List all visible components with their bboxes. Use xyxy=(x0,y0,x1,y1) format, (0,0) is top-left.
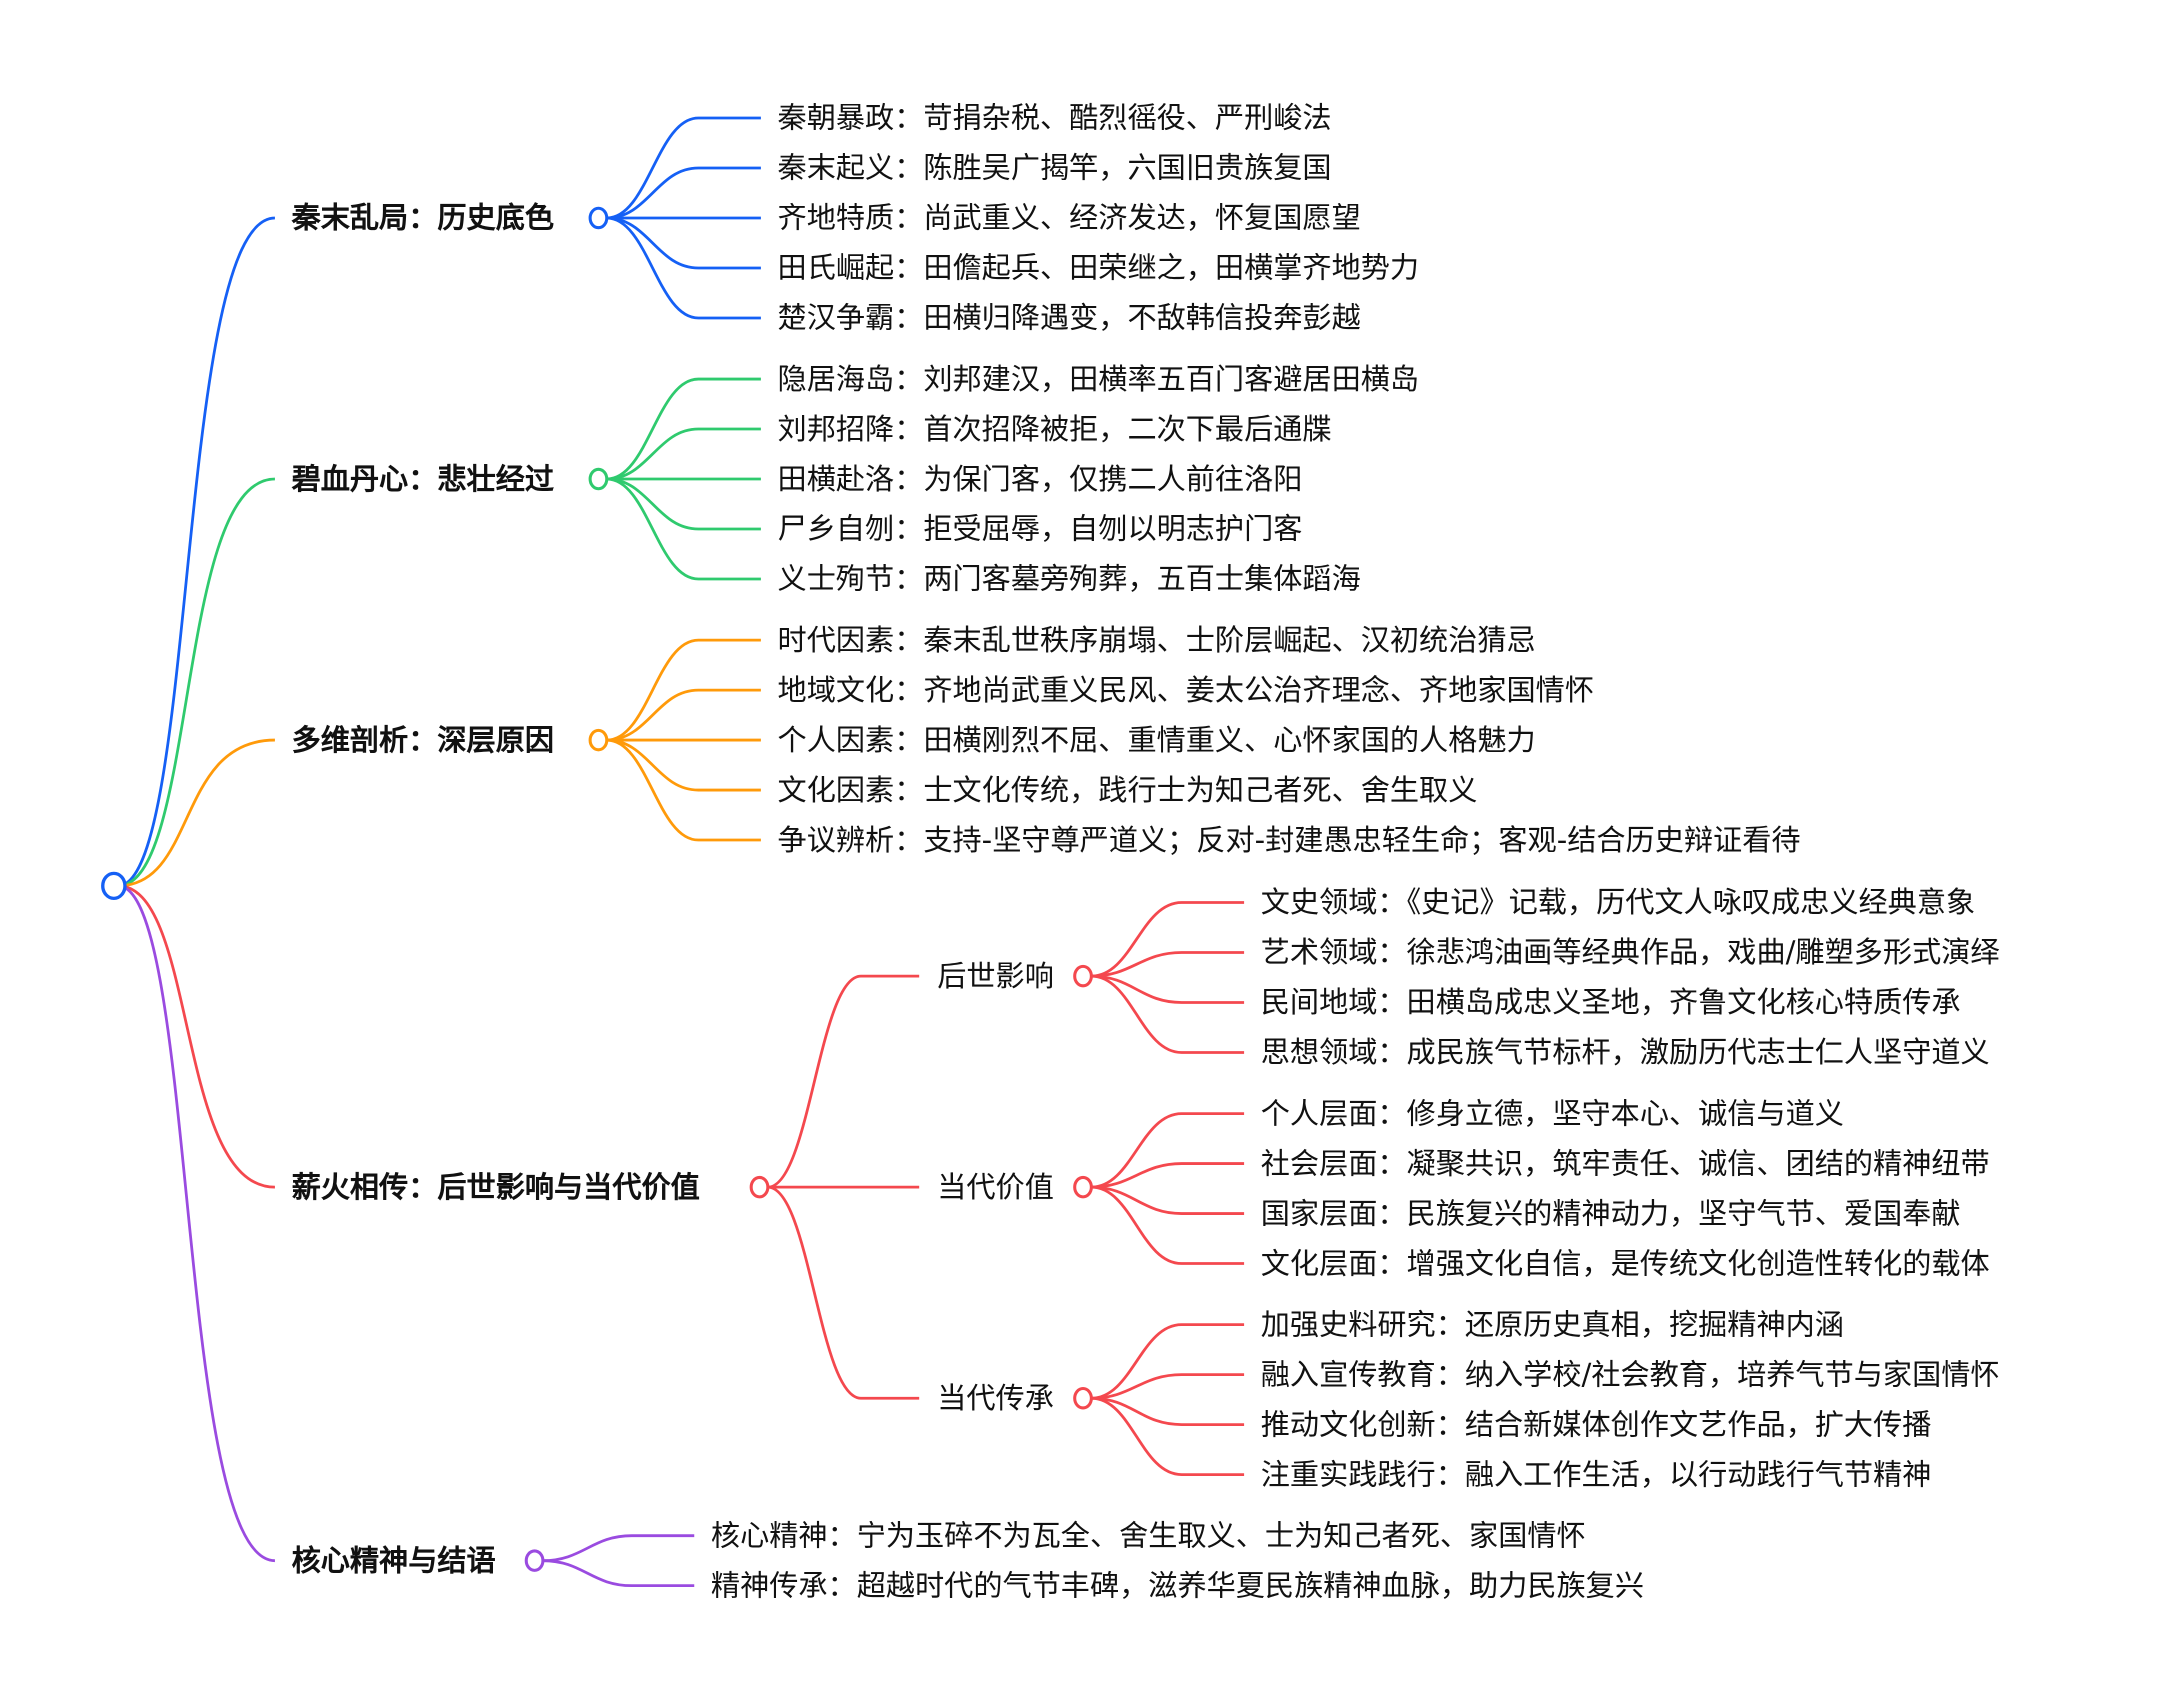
branch-connector xyxy=(117,477,275,888)
leaf-item[interactable]: 时代因素：秦末乱世秩序崩塌、士阶层崛起、汉初统治猜忌 xyxy=(777,623,1536,657)
leaf-item[interactable]: 争议辨析：支持-坚守尊严道义；反对-封建愚忠轻生命；客观-结合历史辩证看待 xyxy=(777,823,1801,857)
child-connector xyxy=(606,216,761,320)
leaf-item[interactable]: 刘邦招降：首次招降被拒，二次下最后通牒 xyxy=(777,412,1332,446)
child-connector xyxy=(606,216,761,270)
leaf-item[interactable]: 国家层面：民族复兴的精神动力，坚守气节、爱国奉献 xyxy=(1260,1196,1961,1231)
child-connector xyxy=(1091,1323,1245,1400)
child-connector xyxy=(606,638,761,742)
leaf-item[interactable]: 注重实践践行：融入工作生活，以行动践行气节精神 xyxy=(1260,1457,1932,1492)
collapse-toggle[interactable] xyxy=(588,728,609,752)
leaf-item[interactable]: 融入宣传教育：纳入学校/社会教育，培养气节与家国情怀 xyxy=(1260,1357,2000,1392)
child-connector xyxy=(606,477,761,531)
leaf-item[interactable]: 田横赴洛：为保门客，仅携二人前往洛阳 xyxy=(777,462,1303,496)
leaf-item[interactable]: 推动文化创新：结合新媒体创作文艺作品，扩大传播 xyxy=(1260,1407,1932,1442)
child-connector xyxy=(1091,1396,1245,1426)
collapse-toggle[interactable] xyxy=(1073,1386,1093,1410)
child-connector xyxy=(1091,974,1245,1054)
child-connector xyxy=(606,738,761,842)
collapse-toggle[interactable] xyxy=(749,1175,770,1199)
collapse-toggle[interactable] xyxy=(1073,1175,1093,1199)
leaf-item[interactable]: 楚汉争霸：田横归降遇变，不敌韩信投奔彭越 xyxy=(777,301,1361,335)
child-connector xyxy=(1091,1162,1245,1189)
child-connector xyxy=(1091,1185,1245,1215)
child-connector xyxy=(1091,1373,1245,1400)
leaf-item[interactable]: 个人因素：田横刚烈不屈、重情重义、心怀家国的人格魅力 xyxy=(777,723,1536,757)
leaf-item[interactable]: 社会层面：凝聚共识，筑牢责任、诚信、团结的精神纽带 xyxy=(1260,1146,1990,1181)
branch-label[interactable]: 秦末乱局：历史底色 xyxy=(291,201,555,235)
leaf-item[interactable]: 田氏崛起：田儋起兵、田荣继之，田横掌齐地势力 xyxy=(777,251,1420,285)
sub-branch-label[interactable]: 当代价值 xyxy=(937,1170,1054,1204)
root-node[interactable] xyxy=(101,871,127,901)
branch-label[interactable]: 多维剖析：深层原因 xyxy=(291,723,555,757)
child-connector xyxy=(1091,1185,1245,1265)
branch-connector xyxy=(118,884,275,1189)
collapse-toggle[interactable] xyxy=(588,467,609,491)
child-connector xyxy=(606,477,761,581)
child-connector xyxy=(1091,951,1245,978)
child-connector xyxy=(1091,901,1245,978)
child-connector xyxy=(606,738,761,792)
leaf-item[interactable]: 尸乡自刎：拒受屈辱，自刎以明志护门客 xyxy=(777,512,1303,546)
sub-branch-label[interactable]: 后世影响 xyxy=(937,959,1054,993)
leaf-item[interactable]: 加强史料研究：还原历史真相，挖掘精神内涵 xyxy=(1260,1307,1844,1342)
leaf-item[interactable]: 齐地特质：尚武重义、经济发达，怀复国愿望 xyxy=(777,201,1361,235)
leaf-item[interactable]: 秦末起义：陈胜吴广揭竿，六国旧贵族复国 xyxy=(777,151,1332,185)
leaf-item[interactable]: 文化因素：士文化传统，践行士为知己者死、舍生取义 xyxy=(777,773,1478,807)
branch-label[interactable]: 碧血丹心：悲壮经过 xyxy=(291,462,555,496)
collapse-toggle[interactable] xyxy=(524,1549,545,1572)
child-connector xyxy=(542,1559,695,1588)
sub-connector xyxy=(767,1185,920,1400)
leaf-item[interactable]: 文史领域：《史记》记载，历代文人咏叹成忠义经典意象 xyxy=(1260,885,1976,920)
branch-connector xyxy=(118,738,275,888)
child-connector xyxy=(542,1534,695,1563)
leaf-item[interactable]: 思想领域：成民族气节标杆，激励历代志士仁人坚守道义 xyxy=(1260,1035,1990,1070)
collapse-toggle[interactable] xyxy=(588,206,609,230)
child-connector xyxy=(606,166,761,220)
child-connector xyxy=(1091,974,1245,1004)
leaf-item[interactable]: 义士殉节：两门客墓旁殉葬，五百士集体蹈海 xyxy=(777,562,1361,596)
leaf-item[interactable]: 精神传承：超越时代的气节丰碑，滋养华夏民族精神血脉，助力民族复兴 xyxy=(710,1569,1644,1603)
leaf-item[interactable]: 隐居海岛：刘邦建汉，田横率五百门客避居田横岛 xyxy=(777,362,1420,396)
branch-label[interactable]: 核心精神与结语 xyxy=(291,1544,496,1578)
branch-connector xyxy=(117,884,275,1563)
branch-connector xyxy=(117,216,275,888)
leaf-item[interactable]: 文化层面：增强文化自信，是传统文化创造性转化的载体 xyxy=(1260,1246,1990,1281)
collapse-toggle[interactable] xyxy=(1073,964,1093,988)
child-connector xyxy=(606,116,761,220)
sub-connector xyxy=(767,974,920,1189)
sub-branch-label[interactable]: 当代传承 xyxy=(937,1381,1054,1415)
leaf-item[interactable]: 艺术领域：徐悲鸿油画等经典作品，戏曲/雕塑多形式演绎 xyxy=(1260,935,2000,970)
child-connector xyxy=(606,427,761,481)
branch-label[interactable]: 薪火相传：后世影响与当代价值 xyxy=(291,1170,700,1204)
child-connector xyxy=(606,688,761,742)
leaf-item[interactable]: 地域文化：齐地尚武重义民风、姜太公治齐理念、齐地家国情怀 xyxy=(777,673,1594,707)
child-connector xyxy=(1091,1396,1245,1476)
child-connector xyxy=(606,377,761,481)
child-connector xyxy=(1091,1112,1245,1189)
leaf-item[interactable]: 秦朝暴政：苛捐杂税、酷烈徭役、严刑峻法 xyxy=(777,101,1332,135)
leaf-item[interactable]: 个人层面：修身立德，坚守本心、诚信与道义 xyxy=(1260,1096,1844,1131)
leaf-item[interactable]: 民间地域：田横岛成忠义圣地，齐鲁文化核心特质传承 xyxy=(1260,985,1961,1020)
leaf-item[interactable]: 核心精神：宁为玉碎不为瓦全、舍生取义、士为知己者死、家国情怀 xyxy=(710,1519,1586,1553)
